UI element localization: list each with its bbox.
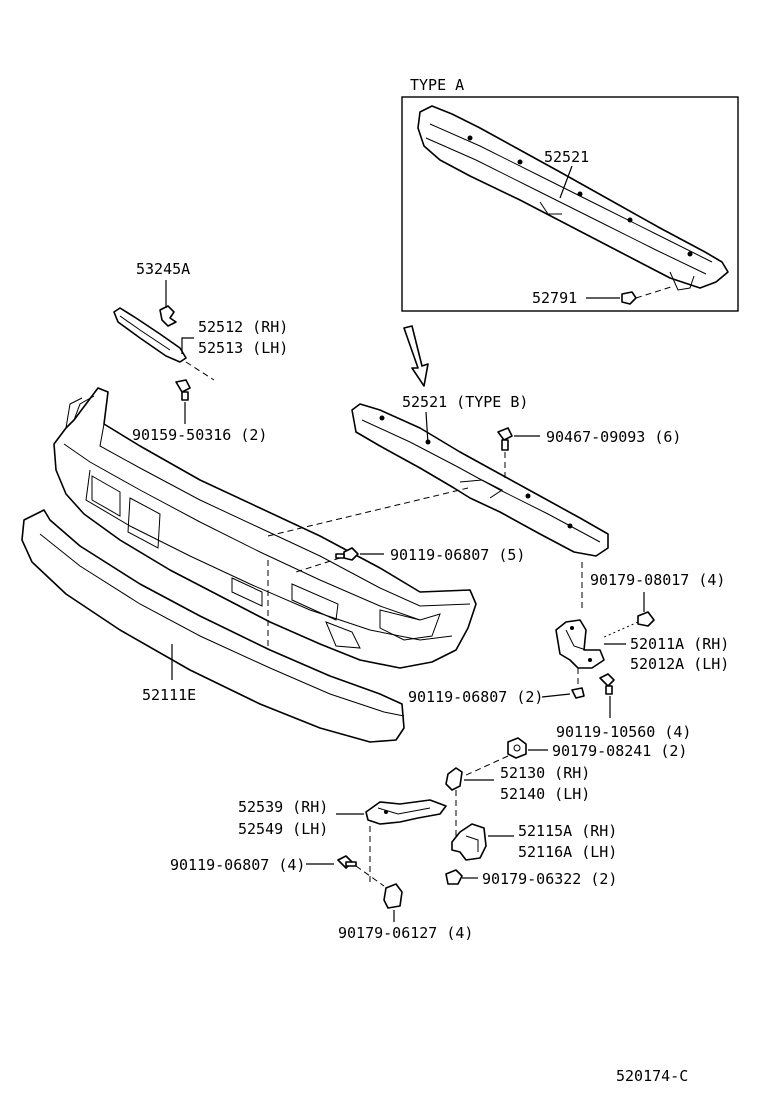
bolt-90467	[497, 427, 513, 451]
front-spoiler-52111e	[21, 509, 405, 743]
bumper-reinforcement-type-b	[351, 403, 609, 557]
label-52791: 52791	[532, 289, 577, 307]
label-90179-06322: 90179-06322 (2)	[482, 870, 617, 888]
label-52521-type-a: 52521	[544, 148, 589, 166]
label-52115a: 52115A (RH)	[518, 822, 617, 840]
label-52012a: 52012A (LH)	[630, 655, 729, 673]
bolt-90119-4	[337, 855, 357, 869]
label-90119-06807-2: 90119-06807 (2)	[408, 688, 543, 706]
bracket-52539	[365, 799, 447, 825]
bolt-90159	[175, 379, 191, 401]
nut-90179-08241	[507, 737, 527, 759]
label-90119-10560: 90119-10560 (4)	[556, 723, 691, 741]
bumper-reinforcement-type-a	[417, 105, 729, 291]
nut-90179-08017	[637, 611, 655, 627]
label-90119-06807-4: 90119-06807 (4)	[170, 856, 305, 874]
label-90179-08241: 90179-08241 (2)	[552, 742, 687, 760]
bolt-90119-2	[571, 687, 585, 699]
bolt-90119-10560	[599, 673, 615, 695]
label-52513: 52513 (LH)	[198, 339, 288, 357]
label-52512: 52512 (RH)	[198, 318, 288, 336]
label-52011a: 52011A (RH)	[630, 635, 729, 653]
label-90179-06127: 90179-06127 (4)	[338, 924, 473, 942]
arrow-to-type-b	[403, 325, 429, 387]
label-90159-50316: 90159-50316 (2)	[132, 426, 267, 444]
label-52140: 52140 (LH)	[500, 785, 590, 803]
type-a-inset: TYPE A 52521 52791	[401, 76, 739, 312]
label-52130: 52130 (RH)	[500, 764, 590, 782]
label-90179-08017: 90179-08017 (4)	[590, 571, 725, 589]
clip-53245a	[159, 305, 177, 327]
bumper-molding-52512	[113, 307, 187, 363]
bolt-90119-5	[335, 547, 359, 561]
label-52111e: 52111E	[142, 686, 196, 704]
bracket-52115a	[451, 823, 487, 861]
label-90119-06807-5: 90119-06807 (5)	[390, 546, 525, 564]
label-52539: 52539 (RH)	[238, 798, 328, 816]
label-52521-type-b: 52521 (TYPE B)	[402, 393, 528, 411]
stay-52130	[445, 767, 463, 791]
diagram-reference-code: 520174-C	[616, 1067, 688, 1085]
label-90467-09093: 90467-09093 (6)	[546, 428, 681, 446]
bracket-52011a	[555, 619, 605, 669]
nut-90179-06127	[383, 883, 403, 909]
label-53245a: 53245A	[136, 260, 190, 278]
clip-52791	[621, 291, 637, 305]
label-52549: 52549 (LH)	[238, 820, 328, 838]
label-52116a: 52116A (LH)	[518, 843, 617, 861]
front-bumper-cover	[53, 387, 477, 669]
nut-90179-06322	[445, 869, 463, 885]
type-a-title: TYPE A	[410, 76, 464, 94]
